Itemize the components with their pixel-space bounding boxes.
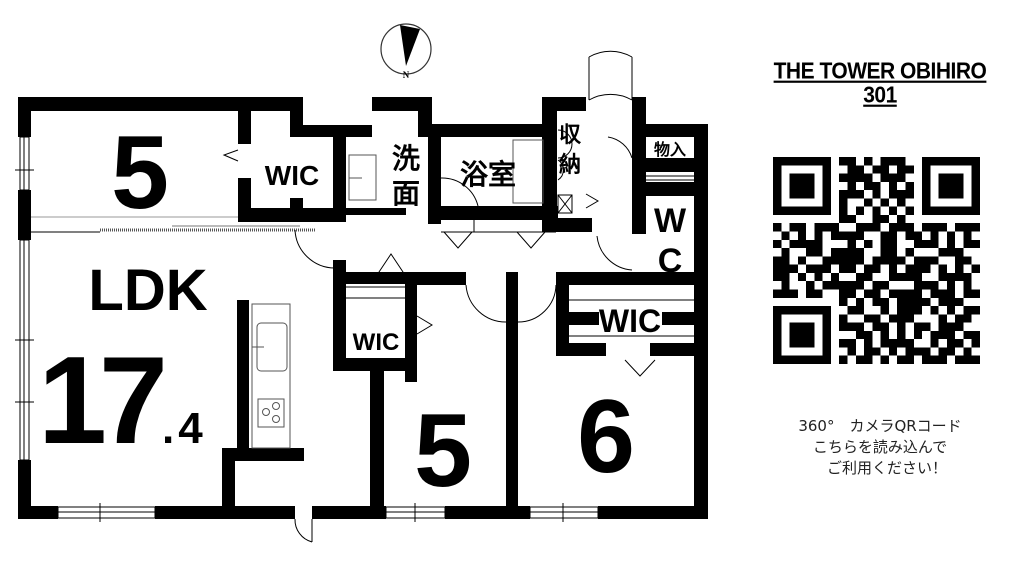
room-ldk-size-decimal: .4 <box>162 404 207 453</box>
north-arrow-icon: N <box>380 23 432 80</box>
room-western-5-bottom-label: 5 <box>414 393 472 509</box>
room-wic-right-label: WIC <box>599 303 661 339</box>
room-storage-label-2: 納 <box>559 152 581 178</box>
closet-door-markers <box>222 149 656 377</box>
room-closet-label: 物入 <box>654 140 686 159</box>
qr-caption-line-1: 360° カメラQRコード <box>798 417 962 435</box>
room-storage-label-1: 収 <box>559 123 582 148</box>
stove-icon <box>257 398 285 428</box>
qr-caption-line-3: ご利用ください！ <box>826 459 947 477</box>
room-ldk-size: 17 <box>38 332 163 470</box>
qr-code[interactable] <box>773 157 980 364</box>
room-toilet-label-1: W <box>654 202 687 240</box>
room-wic-top-label: WIC <box>265 160 319 191</box>
room-western-6-label: 6 <box>577 379 635 495</box>
qr-caption: 360° カメラQRコード こちらを読み込んで ご利用ください！ <box>760 416 1000 479</box>
sliding-door-room5 <box>31 216 315 233</box>
property-name: THE TOWER OBIHIRO <box>773 59 987 84</box>
unit-number: 301 <box>863 83 897 108</box>
window-left <box>15 136 34 461</box>
property-title-block: THE TOWER OBIHIRO 301 <box>740 59 1020 108</box>
fixtures <box>346 139 694 337</box>
room-washroom-label-2: 面 <box>392 177 420 210</box>
room-toilet-label-2: C <box>658 242 683 280</box>
door-swings <box>294 50 633 323</box>
room-ldk-label: LDK <box>88 258 207 323</box>
qr-caption-line-2: こちらを読み込んで <box>812 438 948 456</box>
kitchen-counter <box>251 303 291 449</box>
room-bathroom-label: 浴室 <box>460 158 516 191</box>
room-wic-mid-label: WIC <box>353 329 400 356</box>
window-bottom <box>57 503 599 522</box>
exterior-walls <box>18 97 708 519</box>
svg-text:N: N <box>403 70 410 80</box>
entrance-door <box>294 506 313 543</box>
interior-walls <box>222 97 708 519</box>
room-washroom-label-1: 洗 <box>392 142 420 175</box>
room-western-5-top-label: 5 <box>111 115 169 231</box>
